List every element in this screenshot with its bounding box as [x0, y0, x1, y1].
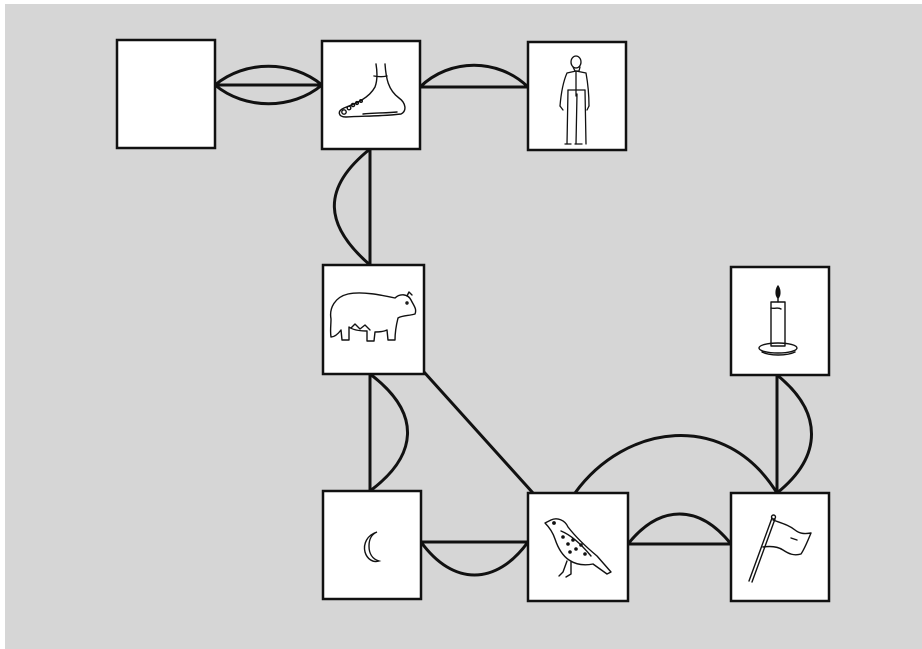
bear-icon — [329, 291, 417, 342]
edge-blank-foot-arc-down — [213, 83, 324, 106]
diagram-board — [5, 4, 922, 649]
edge-bear-bird-straight — [422, 370, 535, 495]
card-foot[interactable] — [320, 39, 422, 151]
card-candle[interactable] — [729, 265, 831, 377]
foot-icon — [338, 63, 406, 118]
edge-bird-flag-arc-up — [626, 512, 733, 546]
edge-bear-moon-arc-right — [368, 372, 409, 493]
edge-candle-flag-arc-right — [775, 373, 813, 495]
picture-graph — [115, 38, 831, 603]
crescent-moon-icon — [363, 531, 382, 563]
edge-bird-flag-arc-wide — [573, 433, 779, 495]
edge-moon-bird-arc-down — [419, 540, 530, 577]
card-flag[interactable] — [729, 491, 831, 603]
card-blank[interactable] — [115, 38, 217, 150]
man-icon — [559, 55, 590, 145]
edge-layer — [213, 63, 813, 577]
edge-foot-bear-arc-left — [332, 147, 372, 267]
edge-foot-man-arc-up — [418, 63, 530, 89]
candle-icon — [758, 285, 798, 356]
edge-blank-foot-arc-up — [213, 64, 324, 87]
card-moon[interactable] — [321, 489, 423, 601]
card-man[interactable] — [526, 40, 628, 152]
card-bird[interactable] — [526, 491, 630, 603]
flag-icon — [748, 514, 812, 583]
node-layer — [115, 38, 831, 603]
card-bear[interactable] — [321, 263, 426, 376]
bird-icon — [544, 518, 612, 578]
